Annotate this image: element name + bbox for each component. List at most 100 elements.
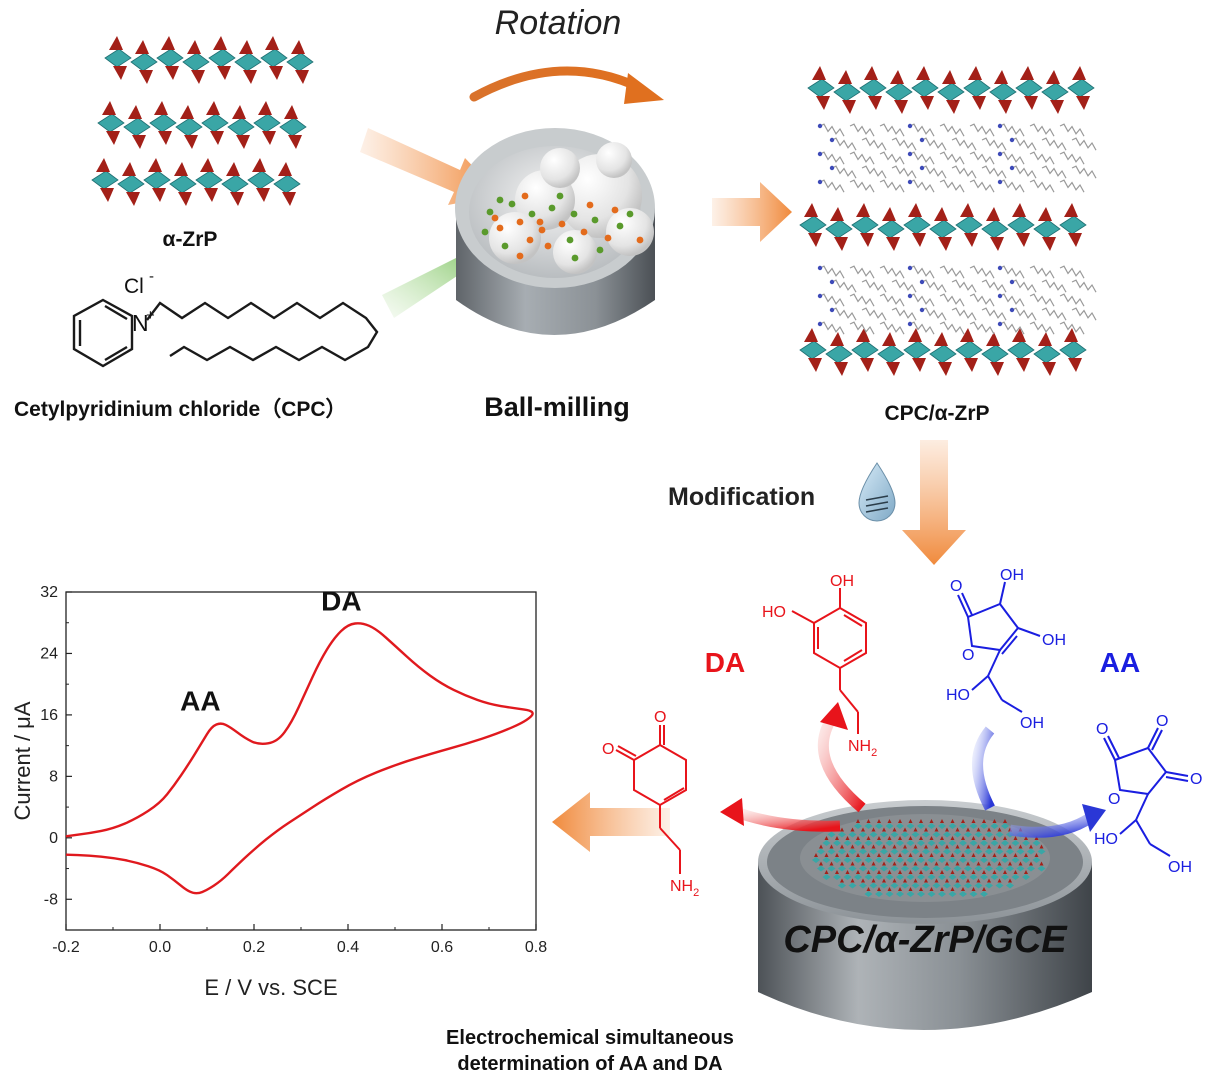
- p-tetrahedron: [258, 101, 272, 115]
- surface-octahedron: [859, 831, 867, 838]
- surface-tetrahedron: [982, 819, 986, 823]
- surface-octahedron: [1006, 882, 1014, 889]
- p-tetrahedron: [128, 105, 142, 119]
- surface-octahedron: [864, 857, 873, 863]
- p-tetrahedron: [165, 66, 179, 80]
- nitrogen-atom: [829, 307, 835, 313]
- surface-octahedron: [896, 891, 904, 897]
- surface-tetrahedron: [887, 870, 892, 874]
- p-tetrahedron: [916, 66, 930, 80]
- surface-octahedron: [969, 874, 978, 880]
- p-tetrahedron: [998, 100, 1012, 114]
- surface-tetrahedron: [1013, 870, 1018, 874]
- alkyl-chain: [999, 123, 1025, 137]
- alkyl-chain: [879, 293, 905, 307]
- quinone-nh2: NH2: [670, 878, 699, 899]
- azrp-layer-1: [104, 36, 314, 84]
- alkyl-chain: [1011, 279, 1037, 293]
- surface-tetrahedron: [987, 844, 991, 849]
- cpc-azrp-label: CPC/α-ZrP: [884, 402, 989, 425]
- alkyl-chain: [969, 179, 995, 193]
- alkyl-chain: [1059, 321, 1085, 335]
- surface-octahedron: [959, 857, 967, 863]
- p-tetrahedron: [239, 40, 253, 54]
- p-tetrahedron: [210, 131, 224, 145]
- zr-octahedron: [825, 344, 853, 364]
- p-tetrahedron: [126, 192, 140, 206]
- surface-octahedron: [885, 874, 894, 880]
- alkyl-chain: [1041, 165, 1067, 179]
- zr-octahedron: [885, 82, 913, 102]
- p-tetrahedron: [291, 40, 305, 54]
- alkyl-chain: [951, 307, 977, 321]
- surface-tetrahedron: [1013, 853, 1018, 857]
- p-tetrahedron: [1064, 203, 1078, 217]
- surface-tetrahedron: [955, 844, 960, 849]
- aa-oxidation-arrow: [972, 726, 995, 811]
- dopamine-oh-top: OH: [830, 573, 854, 590]
- alkyl-chain: [849, 179, 875, 193]
- p-tetrahedron: [1064, 328, 1078, 342]
- surface-tetrahedron: [903, 844, 907, 849]
- cpc-chains-upper: [817, 123, 1097, 193]
- surface-tetrahedron: [913, 861, 918, 866]
- surface-octahedron: [911, 865, 920, 872]
- p-tetrahedron: [154, 101, 168, 115]
- aa-o-ring: O: [962, 647, 974, 664]
- milling-particle: [481, 228, 489, 236]
- milling-particle: [558, 220, 566, 228]
- surface-octahedron: [948, 823, 957, 829]
- alkyl-chain: [891, 165, 917, 179]
- milling-particle: [496, 196, 504, 204]
- surface-octahedron: [911, 882, 920, 889]
- p-tetrahedron: [912, 358, 926, 372]
- zr-octahedron: [143, 170, 171, 190]
- surface-tetrahedron: [1018, 861, 1023, 866]
- surface-octahedron: [943, 882, 951, 889]
- aa-product-arrow-head: [1082, 804, 1106, 832]
- surface-octahedron: [885, 840, 894, 846]
- alkyl-chain: [1041, 279, 1067, 293]
- surface-tetrahedron: [982, 887, 986, 891]
- p-tetrahedron: [986, 332, 1000, 346]
- p-tetrahedron: [934, 332, 948, 346]
- surface-octahedron: [959, 840, 967, 846]
- p-tetrahedron: [886, 362, 900, 376]
- alkyl-chain: [849, 321, 875, 335]
- surface-octahedron: [911, 848, 920, 855]
- p-tetrahedron: [1012, 328, 1026, 342]
- milling-particle: [516, 252, 524, 260]
- surface-octahedron: [974, 848, 983, 855]
- p-tetrahedron: [1024, 96, 1038, 110]
- alkyl-chain: [921, 165, 947, 179]
- surface-octahedron: [917, 874, 925, 880]
- surface-tetrahedron: [929, 870, 934, 874]
- surface-octahedron: [953, 865, 962, 872]
- surface-octahedron: [869, 865, 878, 872]
- surface-tetrahedron: [919, 870, 923, 874]
- surface-octahedron: [901, 831, 909, 838]
- p-tetrahedron: [1042, 362, 1056, 376]
- surface-tetrahedron: [877, 887, 881, 891]
- surface-tetrahedron: [903, 878, 907, 883]
- surface-tetrahedron: [950, 819, 955, 823]
- surface-tetrahedron: [950, 870, 955, 874]
- milling-particle: [604, 234, 612, 242]
- surface-octahedron: [948, 840, 957, 846]
- surface-tetrahedron: [866, 836, 871, 840]
- p-tetrahedron: [882, 207, 896, 221]
- droplet-icon: [858, 462, 896, 522]
- surface-tetrahedron: [955, 861, 960, 866]
- surface-octahedron: [854, 857, 862, 863]
- alkyl-chain: [1029, 321, 1055, 335]
- alkyl-chain: [981, 165, 1007, 179]
- p-tetrahedron: [838, 70, 852, 84]
- x-tick-label: 0.4: [337, 939, 359, 956]
- surface-tetrahedron: [929, 887, 934, 891]
- alkyl-chain: [861, 137, 887, 151]
- nitrogen-atom: [1009, 137, 1015, 143]
- surface-tetrahedron: [929, 819, 934, 823]
- zr-octahedron: [247, 170, 275, 190]
- p-tetrahedron: [178, 192, 192, 206]
- surface-tetrahedron: [892, 861, 897, 866]
